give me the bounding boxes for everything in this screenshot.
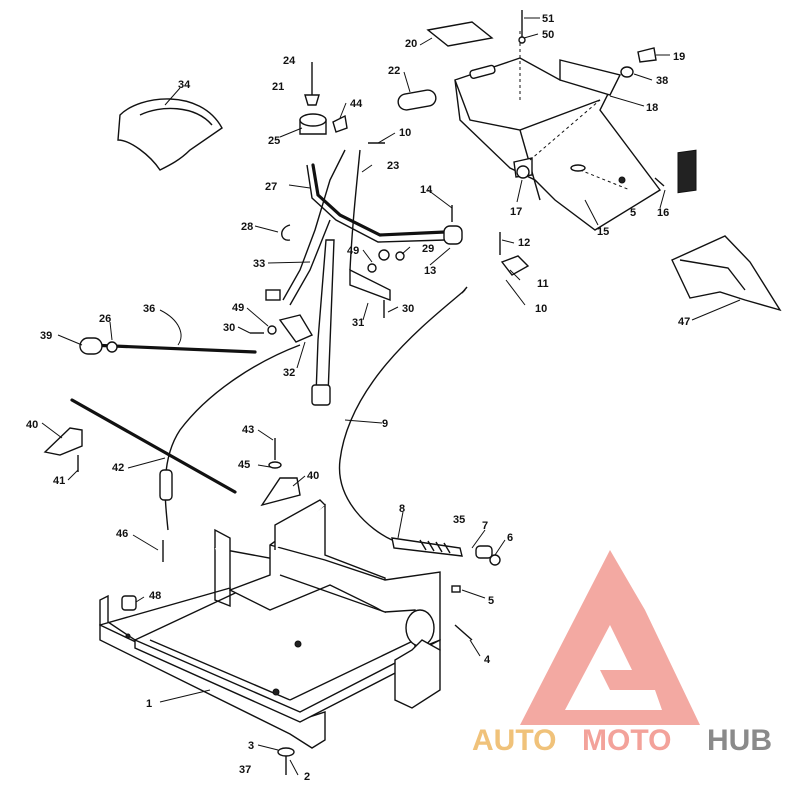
watermark-word-auto: AUTO xyxy=(472,724,556,757)
brackets xyxy=(43,427,301,507)
callout-47: 47 xyxy=(678,316,690,328)
callout-24: 24 xyxy=(283,55,296,67)
callout-44: 44 xyxy=(350,98,363,110)
callout-21: 21 xyxy=(272,81,284,93)
callout-41: 41 xyxy=(53,475,65,487)
callout-36: 36 xyxy=(143,303,155,315)
watermark-word-moto: MOTO xyxy=(582,724,671,757)
callout-37: 37 xyxy=(239,764,251,776)
small-hardware xyxy=(77,10,665,775)
callout-34: 34 xyxy=(178,79,191,91)
callout-2: 2 xyxy=(304,771,310,783)
callout-10: 10 xyxy=(399,127,411,139)
callout-12: 12 xyxy=(518,237,530,249)
watermark-word-hub: HUB xyxy=(707,724,772,757)
callout-23: 23 xyxy=(387,160,399,172)
callout-33: 33 xyxy=(253,258,265,270)
windshield xyxy=(117,98,223,171)
bumper-skid xyxy=(671,149,782,312)
callout-14: 14 xyxy=(420,184,433,196)
callout-1: 1 xyxy=(146,698,152,710)
steering-assembly xyxy=(265,149,463,406)
chassis-frame xyxy=(99,499,441,749)
callout-5: 5 xyxy=(630,207,636,219)
callout-32: 32 xyxy=(283,367,295,379)
callout-48: 48 xyxy=(149,590,161,602)
callout-17: 17 xyxy=(510,206,522,218)
triangle-logo-icon xyxy=(520,550,700,725)
callout-42: 42 xyxy=(112,462,124,474)
callout-30: 30 xyxy=(402,303,414,315)
callout-8: 8 xyxy=(399,503,405,515)
hood-panel xyxy=(454,30,662,231)
callout-18: 18 xyxy=(646,102,658,114)
callout-29: 29 xyxy=(422,243,434,255)
callout-5: 5 xyxy=(488,595,494,607)
callout-labels: 1 2 3 4 5 5 6 7 8 9 10 10 11 12 13 14 15… xyxy=(26,13,690,783)
callout-49: 49 xyxy=(232,302,244,314)
leader-lines xyxy=(41,17,741,776)
callout-9: 9 xyxy=(382,418,388,430)
handle-grip xyxy=(397,89,437,111)
callout-31: 31 xyxy=(352,317,364,329)
decal xyxy=(426,21,494,47)
callout-20: 20 xyxy=(405,38,417,50)
callout-46: 46 xyxy=(116,528,128,540)
callout-38: 38 xyxy=(656,75,668,87)
callout-50: 50 xyxy=(542,29,554,41)
callout-30: 30 xyxy=(223,322,235,334)
callout-43: 43 xyxy=(242,424,254,436)
callout-13: 13 xyxy=(424,265,436,277)
callout-27: 27 xyxy=(265,181,277,193)
shift-rods xyxy=(70,337,257,494)
callout-6: 6 xyxy=(507,532,513,544)
callout-11: 11 xyxy=(537,278,549,290)
callout-16: 16 xyxy=(657,207,669,219)
callout-39: 39 xyxy=(40,330,52,342)
callout-7: 7 xyxy=(482,520,488,532)
callout-4: 4 xyxy=(484,654,491,666)
callout-3: 3 xyxy=(248,740,254,752)
callout-45: 45 xyxy=(238,459,250,471)
callout-35: 35 xyxy=(453,514,465,526)
callout-19: 19 xyxy=(673,51,685,63)
callout-22: 22 xyxy=(388,65,400,77)
callout-40: 40 xyxy=(307,470,319,482)
callout-26: 26 xyxy=(99,313,111,325)
callout-15: 15 xyxy=(597,226,609,238)
automotohub-watermark: AUTO MOTO HUB xyxy=(472,550,772,757)
callout-25: 25 xyxy=(268,135,280,147)
callout-28: 28 xyxy=(241,221,253,233)
callout-51: 51 xyxy=(542,13,554,25)
callout-40: 40 xyxy=(26,419,38,431)
callout-10: 10 xyxy=(535,303,547,315)
callout-49: 49 xyxy=(347,245,359,257)
cables xyxy=(159,149,493,559)
